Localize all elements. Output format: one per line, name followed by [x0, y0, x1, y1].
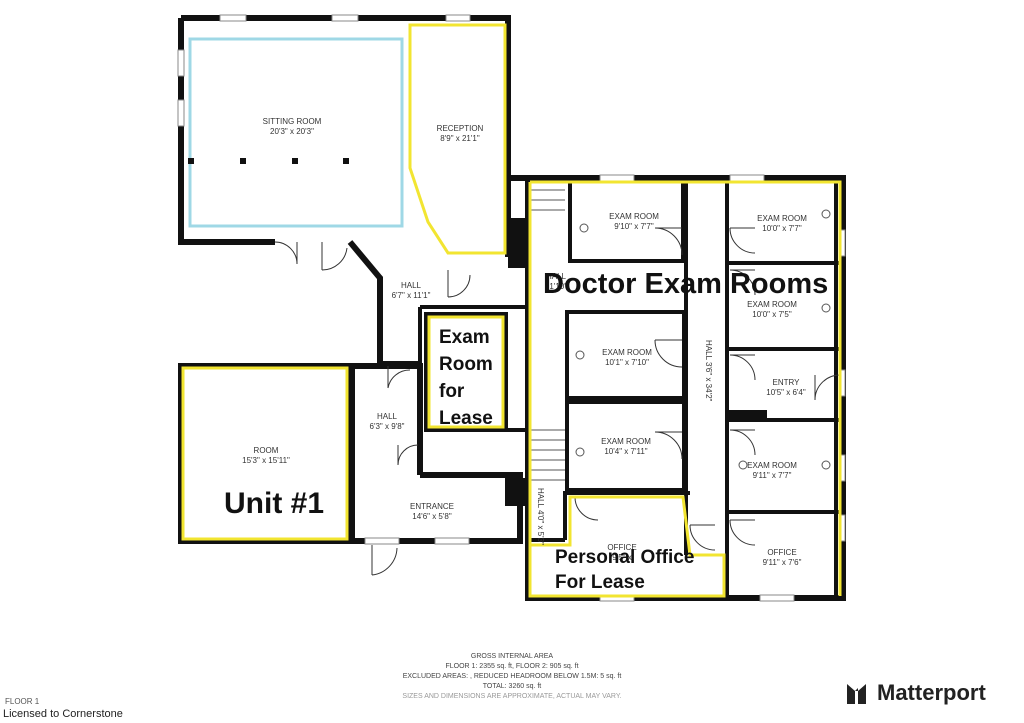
room-label-sitting: SITTING ROOM 20'3" x 20'3" — [263, 117, 322, 137]
sitting-room-posts — [188, 158, 349, 164]
room-label-exam-2: EXAM ROOM 10'0" x 7'7" — [757, 214, 807, 234]
room-dim: 14'6" x 5'8" — [412, 512, 452, 521]
stairs — [531, 189, 565, 481]
sitting-room-outline — [188, 37, 404, 228]
room-dim: 9'5" x — [612, 553, 632, 562]
room-label-hall-small: HALL 4'0" x 5'3" — [536, 488, 545, 545]
area-title: GROSS INTERNAL AREA — [470, 653, 554, 660]
windows — [177, 14, 846, 602]
room-dim: 3'6" x 34'2" — [704, 361, 713, 402]
room-name: OFFICE — [767, 548, 797, 557]
room-label-exam-3: EXAM ROOM 10'0" x 7'5" — [747, 300, 797, 320]
room-label-entry: ENTRY 10'5" x 6'4" — [766, 378, 805, 398]
room-dim: 15'3" x 15'11" — [242, 456, 290, 465]
room-name: HALL — [536, 488, 545, 508]
room-dim: 10'0" x 7'5" — [752, 310, 792, 319]
room-dim: 10'5" x 6'4" — [766, 388, 806, 397]
room-name: HALL — [376, 412, 398, 421]
room-name: ROOM — [253, 446, 279, 455]
area-summary: GROSS INTERNAL AREA FLOOR 1: 2355 sq. ft… — [0, 652, 1024, 702]
room-label-office-right: OFFICE 9'11" x 7'6" — [763, 548, 802, 568]
license-text: Licensed to Cornerstone — [3, 708, 123, 720]
area-line: FLOOR 1: 2355 sq. ft, FLOOR 2: 905 sq. f… — [445, 663, 579, 670]
room-dim: 21'10" — [544, 282, 568, 291]
room-dim: 9'10" x 7'7" — [614, 222, 654, 231]
room-label-room: ROOM 15'3" x 15'11" — [242, 446, 290, 466]
doors — [274, 227, 841, 576]
room-label-hall-top: HALL 21'10" — [545, 272, 567, 292]
room-name: EXAM ROOM — [609, 212, 659, 221]
room-label-reception: RECEPTION 8'9" x 21'1" — [437, 124, 484, 144]
room-dim: 4'0" x 5'3" — [536, 509, 545, 545]
room-dim: 20'3" x 20'3" — [270, 127, 314, 136]
room-dim: 6'7" x 11'1" — [391, 291, 431, 300]
room-name: EXAM ROOM — [601, 437, 651, 446]
doctor-exam-rooms-annotation: Doctor Exam Rooms — [543, 268, 829, 300]
brand-name: Matterport — [877, 680, 986, 705]
sinks — [575, 209, 831, 470]
room-label-hall-long: HALL 3'6" x 34'2" — [704, 340, 713, 401]
floor-label: FLOOR 1 — [5, 697, 40, 706]
annotation-line: Personal Office — [555, 547, 695, 568]
room-name: EXAM ROOM — [757, 214, 807, 223]
room-name: EXAM ROOM — [747, 300, 797, 309]
area-line: EXCLUDED AREAS: , REDUCED HEADROOM BELOW… — [402, 673, 622, 680]
room-label-exam-1: EXAM ROOM 9'10" x 7'7" — [609, 212, 659, 232]
room-dim: 10'1" x 7'10" — [605, 358, 649, 367]
room-label-hall-upper: HALL 6'7" x 11'1" — [392, 281, 431, 301]
highlight-outlines — [181, 23, 842, 598]
room-dim: 10'4" x 7'11" — [604, 447, 648, 456]
room-name: OFFICE — [607, 543, 637, 552]
area-line: TOTAL: 3260 sq. ft — [482, 683, 542, 690]
wall-blocks — [349, 218, 767, 541]
room-label-office-center: OFFICE 9'5" x — [607, 543, 636, 563]
annotation-line: Lease — [439, 408, 493, 429]
room-name: HALL — [545, 272, 567, 281]
annotation-line: For Lease — [555, 572, 645, 593]
exam-room-for-lease-annotation: Exam Room for Lease — [439, 324, 493, 432]
room-label-exam-6: EXAM ROOM 9'11" x 7'7" — [747, 461, 797, 481]
room-name: HALL — [704, 340, 713, 360]
room-dim: 9'11" x 7'7" — [752, 471, 792, 480]
room-name: HALL — [400, 281, 421, 290]
room-dim: 9'11" x 7'6" — [762, 558, 802, 567]
room-dim: 10'0" x 7'7" — [762, 224, 802, 233]
annotation-line: Room — [439, 354, 493, 375]
room-name: SITTING ROOM — [262, 117, 322, 126]
personal-office-annotation: Personal Office For Lease — [555, 545, 694, 595]
room-dim: 6'3" x 9'8" — [369, 422, 405, 431]
room-name: ENTRY — [772, 378, 800, 387]
annotation-line: Exam — [439, 327, 490, 348]
room-name: RECEPTION — [436, 124, 484, 133]
room-name: ENTRANCE — [409, 502, 455, 511]
area-disclaimer: SIZES AND DIMENSIONS ARE APPROXIMATE, AC… — [402, 693, 622, 700]
matterport-logo-icon — [847, 684, 866, 704]
room-label-exam-5: EXAM ROOM 10'4" x 7'11" — [601, 437, 651, 457]
unit-1-annotation: Unit #1 — [224, 487, 325, 520]
annotation-line: for — [439, 381, 465, 402]
room-dim: 8'9" x 21'1" — [440, 134, 480, 143]
room-name: EXAM ROOM — [602, 348, 652, 357]
room-label-hall-left: HALL 6'3" x 9'8" — [370, 412, 405, 432]
room-name: EXAM ROOM — [747, 461, 797, 470]
room-label-exam-4: EXAM ROOM 10'1" x 7'10" — [602, 348, 652, 368]
brand-logo: Matterport — [845, 680, 986, 706]
room-label-entrance: ENTRANCE 14'6" x 5'8" — [410, 502, 454, 522]
